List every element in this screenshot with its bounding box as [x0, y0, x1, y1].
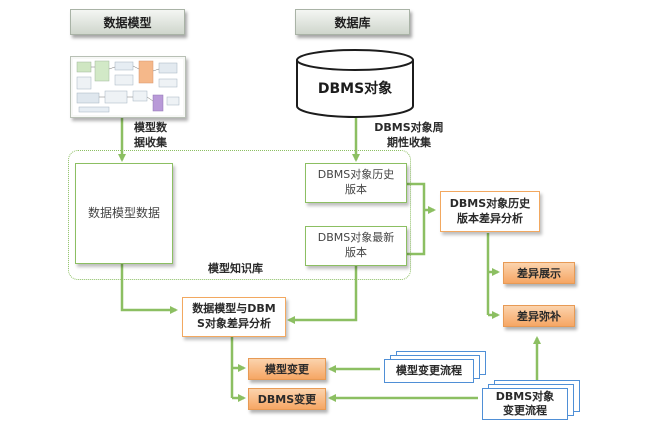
model-diagram-icon — [73, 59, 183, 115]
database-cylinder-icon — [296, 49, 414, 118]
database-cylinder-label: DBMS对象 — [317, 81, 393, 97]
doc-dbms-change-process: DBMS对象 变更流程 — [482, 388, 568, 420]
bracket-versions — [407, 182, 426, 256]
box-model-data: 数据模型数据 — [75, 163, 173, 264]
box-dbms-latest-version: DBMS对象最新 版本 — [305, 226, 407, 266]
box-model-change: 模型变更 — [248, 358, 326, 380]
box-diff-display: 差异展示 — [503, 262, 575, 284]
box-dbms-change: DBMS变更 — [248, 388, 326, 410]
arrow-latest-to-diff — [287, 264, 358, 324]
doc-model-change-process: 模型变更流程 — [384, 359, 474, 383]
header-database: 数据库 — [295, 9, 410, 35]
label-model-data-collection: 模型数 据收集 — [134, 121, 167, 149]
label-model-knowledge-base: 模型知识库 — [208, 262, 263, 275]
box-dbms-history-version: DBMS对象历史 版本 — [305, 163, 407, 203]
box-diff-remedy: 差异弥补 — [503, 305, 575, 327]
box-model-vs-dbms-diff-analysis: 数据模型与DBM S对象差异分析 — [182, 297, 286, 337]
box-dbms-history-diff-analysis: DBMS对象历史 版本差异分析 — [440, 191, 540, 232]
data-model-thumbnail — [70, 56, 186, 118]
label-dbms-periodic-collection: DBMS对象周 期性收集 — [374, 121, 444, 149]
header-data-model: 数据模型 — [70, 9, 185, 35]
knowledge-base-region — [68, 150, 411, 280]
